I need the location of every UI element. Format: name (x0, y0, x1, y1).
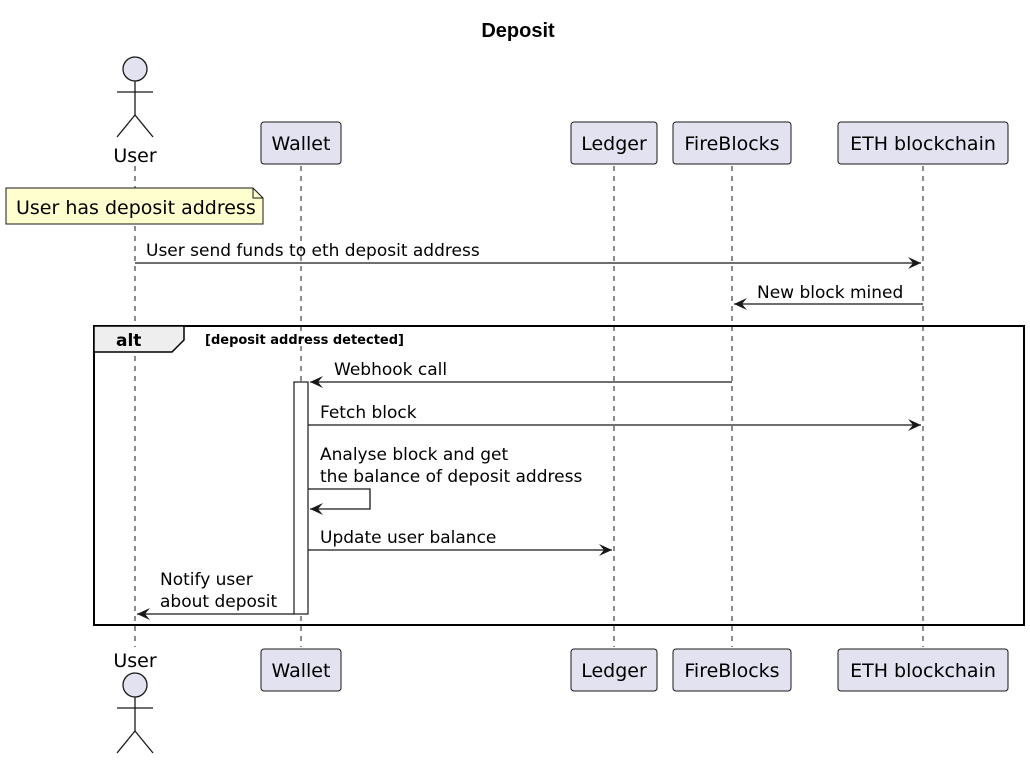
note-text: User has deposit address (16, 197, 256, 219)
participant-eth-top: ETH blockchain (837, 121, 1009, 165)
actor-body-icon (116, 697, 154, 754)
participant-ledger-top: Ledger (570, 121, 658, 165)
participant-box (837, 648, 1009, 692)
arrow-head-icon (310, 376, 323, 388)
note-box: User has deposit address (5, 187, 264, 225)
actor-body-icon (116, 81, 154, 138)
participant-box (570, 121, 658, 165)
participant-label: FireBlocks (684, 133, 779, 155)
arrow-head-icon (599, 544, 612, 556)
wallet-activation-bar (293, 381, 309, 615)
message-1: User send funds to eth deposit address (135, 241, 921, 269)
arrow-head-icon (734, 298, 747, 310)
participant-wallet-bottom: Wallet (260, 648, 342, 692)
participant-box (260, 121, 342, 165)
arrow-head-icon (908, 257, 921, 269)
alt-guard: [deposit address detected] (205, 333, 404, 348)
message-6: Update user balance (308, 528, 612, 556)
diagram-title: Deposit (481, 20, 555, 42)
alt-frame-label: alt (116, 331, 141, 351)
message-label: User send funds to eth deposit address (146, 241, 480, 261)
messages: User send funds to eth deposit addressNe… (135, 241, 923, 620)
arrow-head-icon (908, 419, 921, 431)
alt-frame-tab (93, 325, 185, 353)
actor-label: User (113, 145, 156, 167)
participant-fireblocks-bottom: FireBlocks (672, 648, 792, 692)
self-message-arrow (308, 488, 371, 510)
message-label: New block mined (757, 283, 903, 303)
message-label: Update user balance (320, 528, 496, 548)
participant-label: Wallet (272, 133, 331, 155)
participant-label: Wallet (272, 660, 331, 682)
participant-fireblocks-top: FireBlocks (672, 121, 792, 165)
message-label: Fetch block (320, 403, 417, 423)
note: User has deposit address (5, 187, 264, 225)
participant-ledger-bottom: Ledger (570, 648, 658, 692)
actor-head-icon (122, 56, 148, 82)
participant-box (672, 121, 792, 165)
message-label: the balance of deposit address (320, 467, 582, 487)
participant-label: ETH blockchain (850, 133, 996, 155)
message-2: New block mined (734, 283, 923, 310)
participant-label: Ledger (581, 133, 647, 155)
actor-user: User (113, 56, 157, 167)
participant-label: ETH blockchain (850, 660, 996, 682)
lifelines (134, 166, 924, 647)
arrow-head-icon (310, 503, 323, 515)
actor-user-bottom: User (113, 650, 157, 754)
message-3: Webhook call (310, 360, 732, 388)
participant-box (570, 648, 658, 692)
participant-box (260, 648, 342, 692)
participant-box (837, 121, 1009, 165)
participant-eth-bottom: ETH blockchain (837, 648, 1009, 692)
activations (293, 381, 309, 615)
participant-wallet-top: Wallet (260, 121, 342, 165)
message-4: Fetch block (308, 403, 921, 431)
message-label: Notify user (160, 570, 253, 590)
participant-label: Ledger (581, 660, 647, 682)
actor-head-icon (122, 672, 148, 698)
arrow-head-icon (137, 608, 150, 620)
alt-frame-border (93, 325, 1025, 626)
message-label: Webhook call (334, 360, 447, 380)
alt-frame: alt [deposit address detected] (93, 325, 1025, 626)
participant-label: FireBlocks (684, 660, 779, 682)
message-label: Analyse block and get (320, 445, 508, 465)
actor-label: User (113, 650, 156, 672)
participant-box (672, 648, 792, 692)
message-label: about deposit (160, 592, 277, 612)
participants: UserUserWalletWalletLedgerLedgerFireBloc… (113, 56, 1009, 754)
